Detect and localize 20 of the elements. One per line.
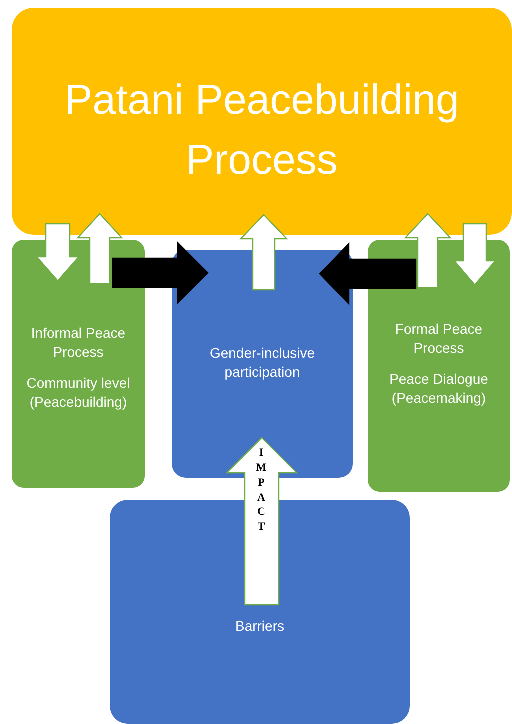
process-box	[368, 240, 510, 492]
block-arrow	[226, 437, 298, 606]
title: Patani Peacebuilding Process	[64, 75, 460, 185]
process-box	[12, 240, 145, 488]
process-detail: Peace Dialogue (Peacemaking)	[388, 370, 490, 408]
process-label: Gender-inclusive participation	[208, 344, 316, 382]
block-arrow	[453, 223, 497, 286]
block-arrow	[112, 242, 209, 304]
block-arrow	[76, 213, 124, 285]
edge-label: IMPACT	[256, 446, 267, 536]
process-label: Informal Peace Process	[30, 324, 127, 362]
block-arrow	[240, 214, 288, 291]
block-arrow	[404, 213, 452, 289]
title-banner	[12, 8, 512, 235]
process-label: Barriers	[234, 617, 286, 636]
block-arrow	[36, 223, 80, 282]
process-box	[110, 500, 410, 724]
process-detail: Community level (Peacebuilding)	[26, 374, 132, 412]
block-arrow	[319, 242, 417, 306]
process-label: Formal Peace Process	[394, 320, 484, 358]
